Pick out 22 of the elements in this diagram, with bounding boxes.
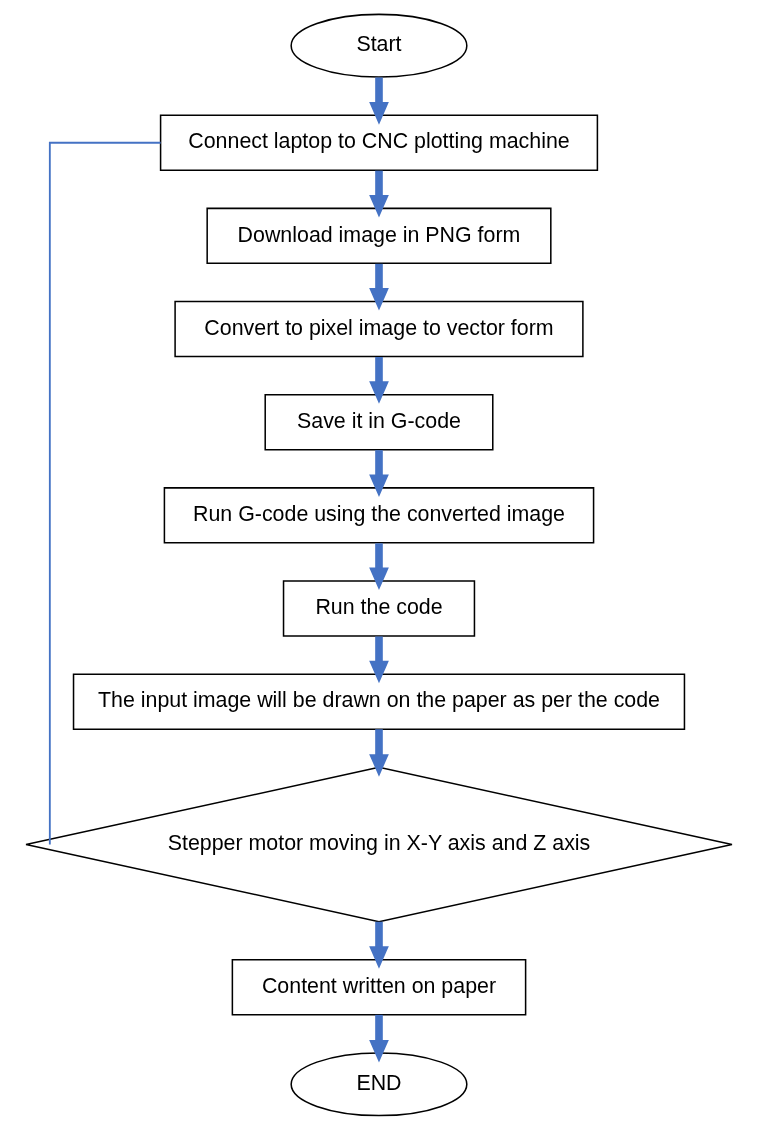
node-ellipse: END	[289, 1052, 468, 1117]
arrow	[368, 263, 389, 311]
node-box: Content written on paper	[231, 959, 526, 1016]
arrow	[368, 729, 389, 777]
arrow	[368, 357, 389, 404]
node-box: Connect laptop to CNC plotting machine	[159, 114, 598, 171]
arrow	[368, 921, 389, 969]
arrow	[368, 450, 389, 497]
node-box: Convert to pixel image to vector form	[173, 300, 584, 358]
node-diamond: Stepper motor moving in X-Y axis and Z axis	[24, 766, 733, 923]
node-box: Run the code	[282, 580, 475, 637]
arrow	[368, 636, 389, 684]
node-box: The input image will be drawn on the paper as per the code	[72, 673, 685, 730]
node-box: Download image in PNG form	[205, 207, 552, 265]
arrow	[368, 170, 389, 218]
arrow	[368, 77, 389, 125]
node-box: Save it in G-code	[263, 393, 494, 451]
connector	[48, 141, 161, 846]
node-ellipse: Start	[289, 13, 468, 78]
arrow	[368, 1014, 389, 1063]
node-box: Run G-code using the converted image	[163, 487, 594, 544]
arrow	[368, 543, 389, 591]
